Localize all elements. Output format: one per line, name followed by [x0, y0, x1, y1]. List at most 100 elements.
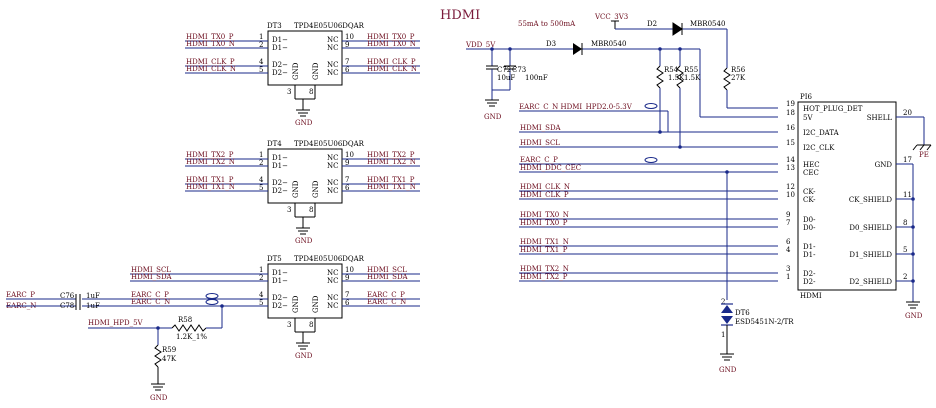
- dt5-pin5: 5: [259, 299, 263, 307]
- c72-ref: C72: [497, 66, 511, 74]
- dt4-part: TPD4E05U06DQAR: [294, 140, 365, 148]
- pi6-left-pin-number: 10: [786, 191, 795, 199]
- pi6-right-pin-name: GND: [875, 161, 893, 169]
- dt3-pin-d2a: D2−: [272, 61, 288, 69]
- pi6-left-pin-name: I2C_DATA: [803, 129, 840, 137]
- dt5-gnd-a: GND: [292, 295, 300, 313]
- pi6-right-pin-number: 20: [903, 109, 912, 117]
- dt3-pin-d2b: D2−: [272, 69, 288, 77]
- dt6-pin2: 2: [721, 298, 725, 306]
- dt5-pin3: 3: [287, 321, 291, 329]
- dt5-pin-d2a: D2−: [272, 294, 288, 302]
- dt4-net-r2: HDMI_TX1_P: [367, 176, 415, 184]
- dt3-pin-d1b: D1−: [272, 44, 288, 52]
- conn-net-7: HDMI_TX0_P: [520, 219, 568, 227]
- dt5-pin-d1b: D1−: [272, 277, 288, 285]
- dt5-net-l3: EARC_C_N: [131, 298, 170, 306]
- pi6-left-pin-number: 9: [786, 211, 790, 219]
- dt4-pin2: 2: [259, 159, 263, 167]
- dt5-pin6: 6: [345, 299, 350, 307]
- dt4-pin7: 7: [345, 176, 349, 184]
- dt5-pin2: 2: [259, 274, 263, 282]
- dt5-pin1: 1: [259, 266, 263, 274]
- dt4-gnd-label: GND: [295, 237, 313, 245]
- dt4-pin1: 1: [259, 151, 263, 159]
- dt5-pin-d2b: D2−: [272, 302, 288, 310]
- pi6-left-pin-name: D1-: [803, 251, 816, 259]
- vdd5v-label: VDD_5V: [465, 41, 496, 49]
- conn-net-8: HDMI_TX1_N: [520, 238, 569, 246]
- dt4-net-r0: HDMI_TX2_P: [367, 151, 415, 159]
- dt3-net-l0: HDMI_TX0_P: [186, 33, 234, 41]
- dt5-body: [267, 263, 343, 319]
- pi6-right-pins: 20SHELL17GND11CK_SHIELD8D0_SHIELD5D1_SHI…: [849, 109, 912, 286]
- dt4-pin-d1a: D1−: [272, 154, 288, 162]
- pi6-body: [797, 101, 897, 291]
- pi6-ref: PI6: [800, 93, 812, 101]
- hpd-note: EARC_C_N HDMI_HPD2.0-5.3V: [519, 103, 633, 111]
- conn-net-10: HDMI_TX2_N: [520, 265, 569, 273]
- dt5-gnd-label: GND: [295, 352, 313, 360]
- c72-value: 10uF: [497, 74, 515, 82]
- pi6-left-pin-number: 16: [786, 124, 795, 132]
- dt4-pin-d2b: D2−: [272, 187, 288, 195]
- conn-net-4: HDMI_CLK_N: [520, 183, 570, 191]
- dt3-pin10: 10: [345, 33, 354, 41]
- c73-ref: C73: [512, 66, 526, 74]
- connector-nets: HDMI_SDA HDMI_SCL EARC_C_P HDMI_DDC_CEC …: [519, 124, 794, 374]
- pi6-right-pin-number: 2: [903, 273, 907, 281]
- dt4-pin5: 5: [259, 184, 263, 192]
- dt4-ref: DT4: [267, 140, 282, 148]
- dt5-net-r2: EARC_C_P: [367, 291, 405, 299]
- r55-value: 1.5K: [684, 74, 701, 82]
- dt4-pin9: 9: [345, 159, 349, 167]
- r59-value: 47K: [162, 355, 177, 363]
- dt4-net-r3: HDMI_TX1_N: [367, 183, 416, 191]
- vcc3v3-label: VCC_3V3: [594, 13, 628, 21]
- dt4-nc2: NC: [327, 162, 338, 170]
- pi6-right-pin-name: CK_SHIELD: [849, 196, 893, 204]
- pi6-left-pin-number: 4: [786, 246, 791, 254]
- pi6-left-pin-number: 3: [786, 265, 790, 273]
- conn-net-11: HDMI_TX2_P: [520, 273, 568, 281]
- diff-pair-marker: [205, 299, 219, 305]
- pi6-right-pin-number: 5: [903, 246, 907, 254]
- dt5-nc2: NC: [327, 277, 338, 285]
- dt3-gnd-a: GND: [292, 62, 300, 80]
- pi6-left-pin-name: CK-: [803, 196, 816, 204]
- dt4-net-r1: HDMI_TX2_N: [367, 158, 416, 166]
- dt3-nc4: NC: [327, 69, 338, 77]
- dt4-gnd-a: GND: [292, 180, 300, 198]
- dt4-pin8: 8: [309, 206, 313, 214]
- conn-net-9: HDMI_TX1_P: [520, 246, 568, 254]
- dt4-net-l2: HDMI_TX1_P: [186, 176, 234, 184]
- dt3-net-r2: HDMI_CLK_P: [367, 58, 416, 66]
- c78-value: 1uF: [86, 302, 100, 310]
- dt5-pin9: 9: [345, 274, 349, 282]
- pi6-left-pin-name: D1-: [803, 243, 816, 251]
- conn-net-3: HDMI_DDC_CEC: [520, 164, 581, 172]
- dt3-pin5: 5: [259, 66, 263, 74]
- pi6-left-pins: 19HOT_PLUG_DET185V16I2C_DATA15I2C_CLK14H…: [786, 100, 863, 286]
- dt5-nc4: NC: [327, 302, 338, 310]
- dt3-pin6: 6: [345, 66, 350, 74]
- dt4-pin3: 3: [287, 206, 291, 214]
- dt3-pin4: 4: [259, 58, 264, 66]
- pi6-left-pin-number: 1: [786, 273, 790, 281]
- pi6-left-pin-name: D2-: [803, 270, 816, 278]
- dt4-body: [267, 148, 343, 204]
- pi6-left-pin-number: 18: [786, 109, 795, 117]
- conn-net-5: HDMI_CLK_P: [520, 191, 569, 199]
- dt3-gnd-label: GND: [295, 119, 313, 127]
- pi6-left-pin-number: 19: [786, 100, 795, 108]
- r54-value: 1.5K: [668, 74, 685, 82]
- dt3-net-l2: HDMI_CLK_P: [186, 58, 235, 66]
- pi6-right-pin-number: 17: [903, 156, 912, 164]
- dt5-net-l2: EARC_C_P: [131, 291, 169, 299]
- dt3-net-l1: HDMI_TX0_N: [186, 40, 235, 48]
- dt5-gnd-b: GND: [312, 295, 320, 313]
- dt5-ref: DT5: [267, 255, 282, 263]
- pi6-left-pin-number: 7: [786, 219, 790, 227]
- pi6-left-pin-number: 15: [786, 139, 795, 147]
- dt5-tvs-array: DT5 TPD4E05U06DQAR D1− D1− D2− D2− NC NC…: [82, 255, 420, 360]
